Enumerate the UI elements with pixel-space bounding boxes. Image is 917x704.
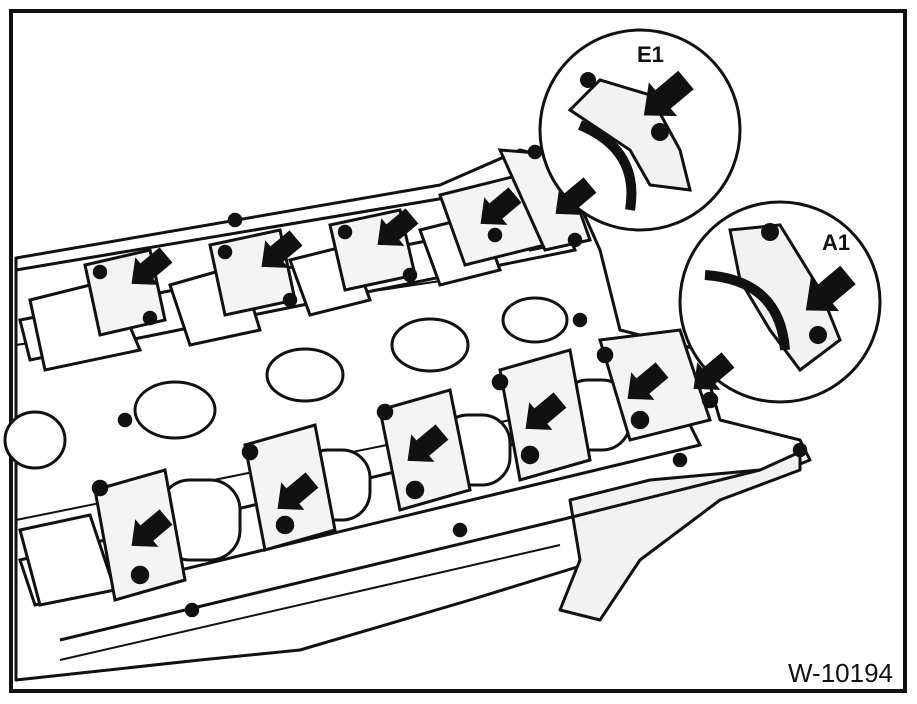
arrow-icon — [277, 472, 319, 510]
arrow-icon — [131, 509, 173, 547]
arrow-icon — [525, 392, 567, 430]
arrow-icon — [261, 230, 303, 268]
arrow-icon — [377, 208, 419, 246]
callout-a1: A1 — [678, 200, 882, 404]
arrows — [131, 70, 856, 547]
arrow-icon — [693, 352, 735, 390]
figure-frame — [9, 9, 907, 693]
arrow-icon — [643, 70, 694, 117]
arrow-icon — [805, 265, 856, 312]
arrow-icon — [555, 177, 597, 215]
arrow-icon — [480, 187, 522, 225]
arrow-icon — [131, 247, 173, 285]
callout-e1: E1 — [538, 28, 742, 232]
figure-number: W-10194 — [788, 658, 893, 688]
arrow-icon — [627, 362, 669, 400]
callout-e1-label: E1 — [637, 42, 664, 67]
intake-ports — [3, 296, 569, 470]
bolts — [91, 144, 808, 618]
arrow-icon — [407, 424, 449, 462]
callout-a1-label: A1 — [822, 230, 850, 255]
